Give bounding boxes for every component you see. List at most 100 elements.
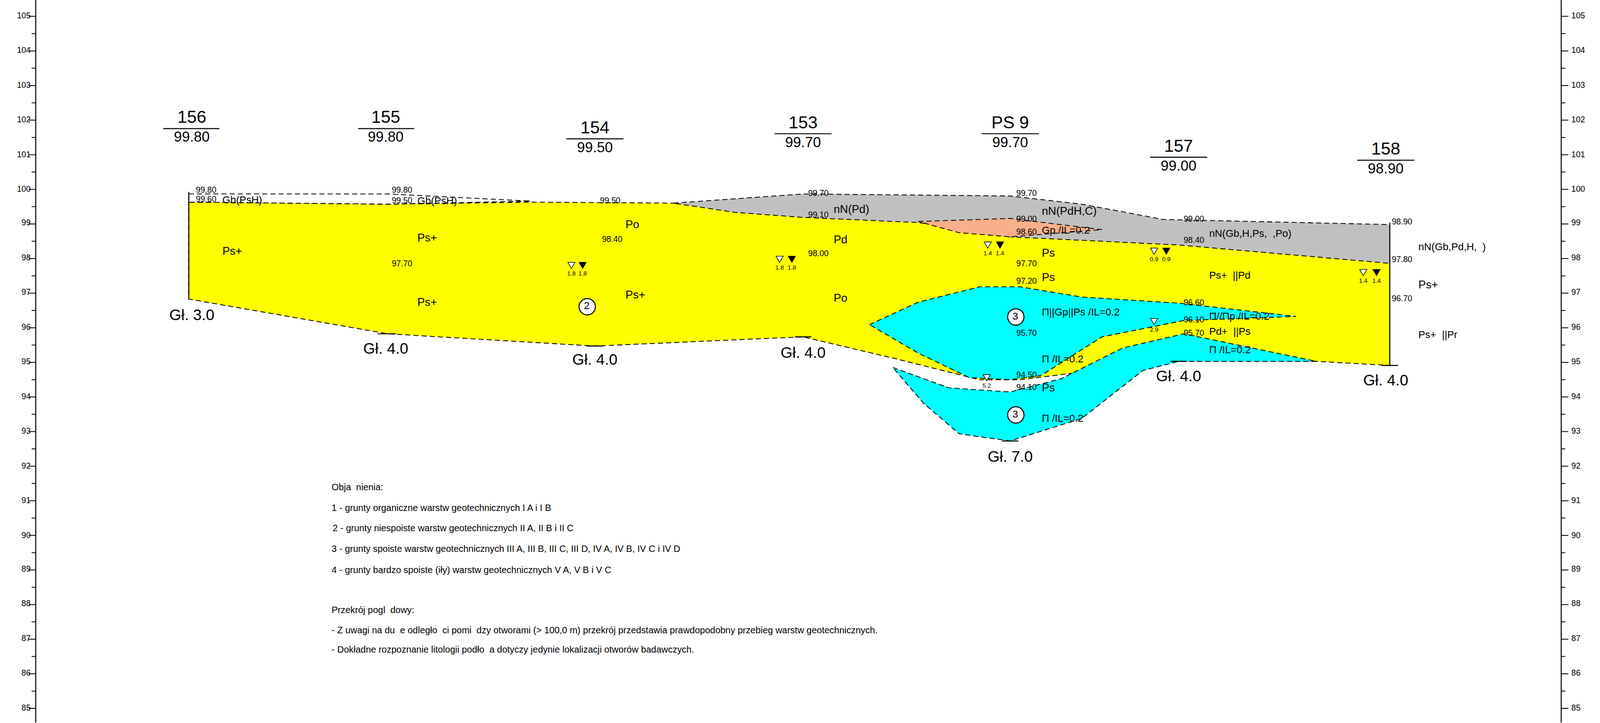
section-label: 103 <box>17 81 31 90</box>
section-label: 157 <box>1164 137 1194 155</box>
section-label: 89 <box>21 565 31 574</box>
axis-tick <box>31 690 36 692</box>
water-level-symbol <box>1359 269 1367 276</box>
section-label: 88 <box>1571 600 1581 609</box>
section-label: 99.60 <box>195 195 217 205</box>
section-label: 94.50 <box>1016 371 1037 380</box>
section-label: 96.10 <box>1183 316 1204 325</box>
section-label: 1.8 <box>787 264 797 271</box>
section-label: 100 <box>1571 185 1586 194</box>
section-label: 98.40 <box>1183 236 1204 246</box>
section-label: Ps <box>1041 382 1056 394</box>
axis-tick <box>1561 586 1566 588</box>
water-level-symbol <box>984 241 992 248</box>
layer-number-circle: 3 <box>1006 405 1024 423</box>
section-label: 87 <box>1571 634 1581 644</box>
section-label: 98 <box>1571 254 1581 263</box>
axis-tick <box>1561 327 1569 329</box>
fill-layer <box>673 194 1390 264</box>
section-label: 96.70 <box>1391 294 1412 303</box>
section-label: 99 <box>21 219 31 229</box>
axis-tick <box>31 240 36 242</box>
section-label: 158 <box>1371 140 1400 158</box>
section-label: 99.50 <box>600 196 621 206</box>
section-label: 155 <box>371 108 400 126</box>
axis-tick <box>1561 344 1566 346</box>
section-label: 2 - grunty niespoiste warstw geotechnicz… <box>332 524 574 534</box>
section-label: - Z uwagi na du e odległo ci pomi dzy ot… <box>331 626 878 636</box>
section-label: 99.80 <box>391 186 412 195</box>
axis-tick <box>1561 292 1569 294</box>
section-label: Gp /IL=0.2 <box>1041 225 1090 236</box>
axis-tick <box>1561 257 1569 259</box>
callout-number: 3 <box>1012 311 1018 322</box>
section-label: nN(Gb,Pd,H, ) <box>1418 241 1486 252</box>
callout-number: 3 <box>1012 409 1018 420</box>
axis-tick <box>31 621 36 623</box>
clay-lens-lower <box>892 333 1317 441</box>
section-label: 95.70 <box>1183 329 1204 338</box>
section-label: 103 <box>1571 81 1586 90</box>
section-label: 98.90 <box>1367 161 1404 176</box>
section-label: 1.4 <box>1372 277 1382 284</box>
axis-tick <box>31 552 36 554</box>
water-level-symbol <box>788 256 796 263</box>
axis-tick <box>31 205 36 207</box>
section-label: 0.9 <box>1149 256 1159 263</box>
section-label: 3 - grunty spoiste warstw geotechnicznyc… <box>331 544 680 554</box>
section-label: Π//Πp /IL=0.2 <box>1209 311 1270 322</box>
section-label: 97 <box>1571 289 1581 298</box>
section-label: 101 <box>17 150 31 160</box>
section-label: nN(Gb,H,Ps, ,Po) <box>1209 228 1292 239</box>
section-label: 4 - grunty bardzo spoiste (iły) warstw g… <box>331 565 612 576</box>
section-label: 97.70 <box>391 260 412 269</box>
axis-tick <box>1561 621 1566 623</box>
section-label: 86 <box>1571 669 1581 678</box>
water-level-symbol <box>567 262 576 269</box>
section-label: Gł. 4.0 <box>780 344 826 360</box>
section-label: 89 <box>1571 565 1581 574</box>
section-label: 102 <box>17 115 31 125</box>
section-label: 98.00 <box>808 250 829 259</box>
axis-tick <box>1561 500 1569 502</box>
axis-tick <box>1561 396 1569 398</box>
section-label: 98 <box>21 254 31 263</box>
section-label: Gł. 4.0 <box>1363 371 1409 388</box>
axis-tick <box>1561 379 1566 381</box>
axis-tick <box>1561 430 1569 432</box>
layer-number-circle: 3 <box>1006 307 1024 326</box>
section-label: 95.70 <box>1016 329 1037 338</box>
sand-layer <box>188 201 1390 380</box>
section-label: 1 - grunty organiczne warstw geotechnicz… <box>331 503 551 513</box>
section-label: 99.70 <box>808 189 829 199</box>
section-label: 99.70 <box>1016 189 1037 199</box>
section-label: Przekrój pogl dowy: <box>331 605 415 615</box>
section-label: Ps <box>1041 247 1056 259</box>
section-label: 98.60 <box>1016 228 1037 237</box>
section-label: 94.10 <box>1016 383 1037 392</box>
axis-tick <box>31 344 36 346</box>
section-label: 99.00 <box>1160 158 1197 173</box>
section-label: 93 <box>1571 427 1581 436</box>
section-label: 98.40 <box>601 235 623 245</box>
section-label: 86 <box>21 669 31 678</box>
section-label: 1.4 <box>1359 277 1368 284</box>
section-label: 97.80 <box>1391 256 1412 265</box>
axis-tick <box>1561 604 1569 606</box>
section-label: 99.50 <box>577 139 613 155</box>
section-label: 99.50 <box>391 196 412 206</box>
section-label: nN(PdH,C) <box>1041 205 1097 217</box>
section-label: 1.8 <box>775 264 784 271</box>
section-label: 85 <box>1571 703 1581 713</box>
section-label: 87 <box>21 634 31 644</box>
axis-tick <box>31 309 36 311</box>
axis-tick <box>31 656 36 658</box>
section-label: Ps <box>1041 271 1056 283</box>
axis-tick <box>1561 569 1569 571</box>
axis-tick <box>1561 552 1566 554</box>
gravel-clay-layer <box>918 218 1102 237</box>
section-label: 153 <box>788 113 818 132</box>
callout-number: 2 <box>583 301 590 312</box>
axis-tick <box>31 586 36 588</box>
